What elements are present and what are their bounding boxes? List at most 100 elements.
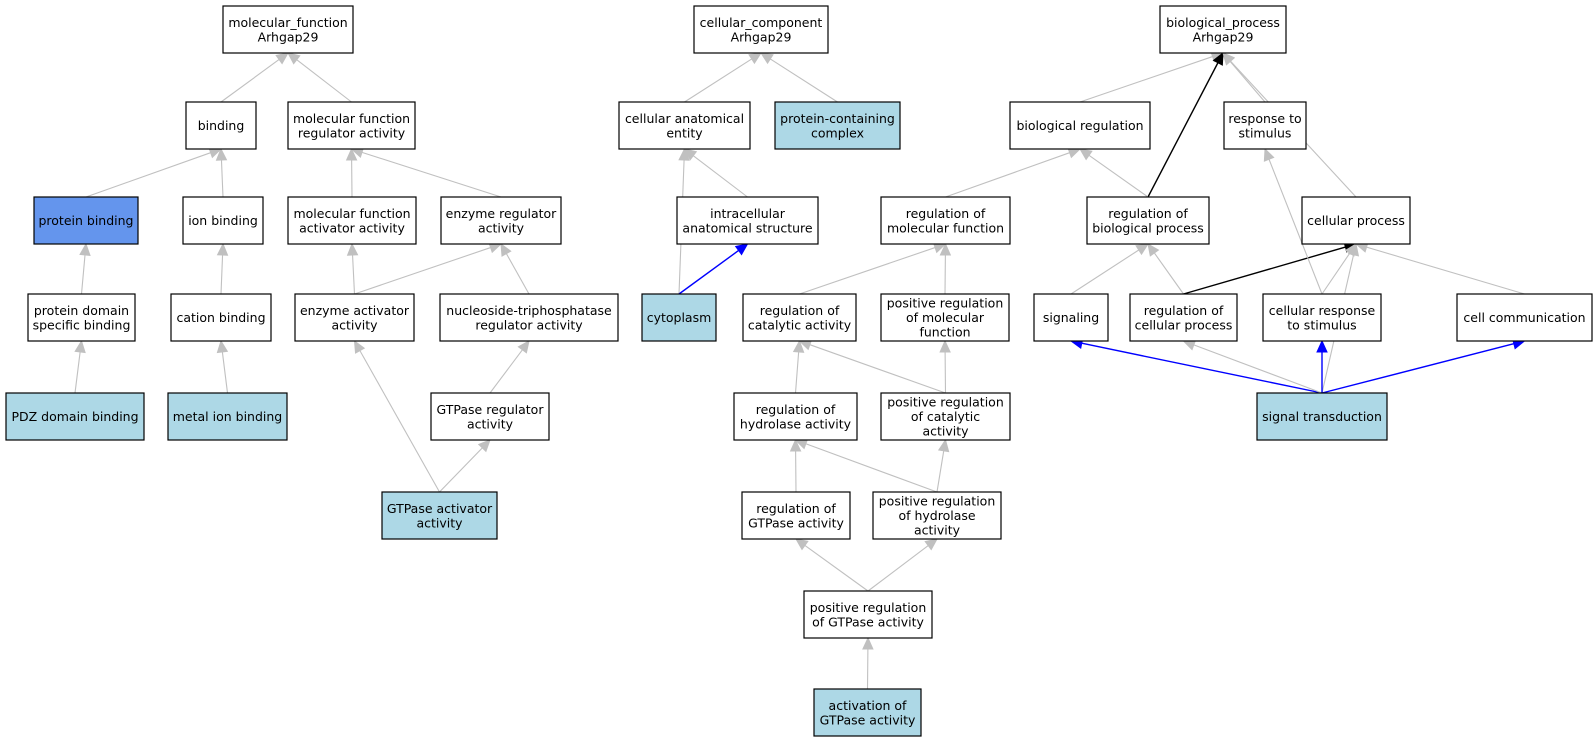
edge-sigtrans-to-cellcomm: [1321, 338, 1526, 394]
edge-cae-to-cc: [684, 52, 763, 103]
node-box: [167, 392, 288, 441]
node-box: [803, 590, 933, 639]
node-label-line: regulation of: [1144, 303, 1224, 318]
node-label-line: anatomical structure: [682, 220, 812, 235]
node-label-line: regulation of: [760, 303, 840, 318]
node-label-line: activation of: [829, 698, 908, 713]
edge-protbind-to-binding: [85, 147, 223, 198]
node-box: [1262, 293, 1382, 342]
edge-gtpreg-to-ntpreg: [489, 340, 530, 394]
edge-regcat-to-regmf: [799, 242, 947, 295]
node-label-line: positive regulation: [810, 600, 927, 615]
node-box: [741, 491, 851, 540]
node-label-line: signal transduction: [1262, 409, 1382, 424]
node-label-line: GTPase activator: [387, 501, 493, 516]
edge-regcp-to-cellproc: [1183, 241, 1358, 295]
go-term-node-signaling[interactable]: signaling: [1033, 293, 1109, 342]
edge-ntpreg-to-enzreg: [500, 242, 530, 295]
node-label-line: protein-containing: [780, 111, 895, 126]
go-term-node-cyto[interactable]: cytoplasm: [641, 293, 717, 342]
go-term-node-cellcomm[interactable]: cell communication: [1456, 293, 1593, 342]
edge-pdz-to-pdsb: [74, 339, 86, 394]
go-term-node-cation[interactable]: cation binding: [170, 293, 272, 342]
node-label-line: cell communication: [1463, 310, 1585, 325]
node-box: [742, 293, 857, 342]
edge-pcc-to-cc: [759, 52, 838, 103]
node-label-line: regulation of: [1108, 206, 1188, 221]
node-box: [813, 688, 922, 737]
go-term-node-metal[interactable]: metal ion binding: [167, 392, 288, 441]
node-label-line: activity: [467, 416, 514, 431]
node-box: [381, 491, 498, 540]
node-label-line: protein domain: [34, 303, 129, 318]
node-box: [1456, 293, 1593, 342]
node-label-line: of catalytic: [911, 409, 980, 424]
node-box: [33, 196, 139, 245]
go-term-node-bioreg[interactable]: biological regulation: [1009, 101, 1151, 150]
node-label-line: activity: [416, 515, 463, 530]
node-label-line: regulator activity: [298, 125, 406, 140]
node-box: [5, 392, 145, 441]
go-term-node-sigtrans[interactable]: signal transduction: [1256, 392, 1388, 441]
node-box: [1223, 101, 1307, 150]
node-box: [1301, 196, 1411, 245]
node-label-line: activity: [914, 523, 961, 538]
node-label-line: Arhgap29: [731, 29, 792, 44]
go-term-node-protbind[interactable]: protein binding: [33, 196, 139, 245]
node-label-line: PDZ domain binding: [11, 409, 138, 424]
go-term-node-pdz[interactable]: PDZ domain binding: [5, 392, 145, 441]
edges-layer: [74, 51, 1526, 690]
edge-posreghyd-to-posregcat: [936, 438, 950, 493]
node-label-line: signaling: [1043, 310, 1099, 325]
node-box: [880, 392, 1011, 441]
node-label-line: cellular process: [1135, 317, 1233, 332]
edge-binding-to-mf: [220, 52, 289, 103]
node-label-line: hydrolase activity: [740, 416, 852, 431]
edge-regmf-to-bioreg: [945, 147, 1082, 198]
node-box: [1033, 293, 1109, 342]
edge-ias-to-cae: [683, 148, 748, 198]
node-label-line: binding: [198, 118, 245, 133]
edge-sigtrans-to-crs: [1316, 339, 1328, 393]
edge-posreghyd-to-reghyd: [794, 438, 938, 493]
node-label-line: positive regulation: [879, 494, 996, 509]
edge-posreggtp-to-posreghyd: [867, 538, 938, 592]
edge-cation-to-ionbind: [216, 242, 229, 295]
node-box: [880, 196, 1011, 245]
go-term-node-binding[interactable]: binding: [185, 101, 257, 150]
node-label-line: regulation of: [906, 206, 986, 221]
go-term-node-ionbind[interactable]: ion binding: [182, 196, 264, 245]
node-box: [287, 196, 417, 245]
go-term-node-cellproc[interactable]: cellular process: [1301, 196, 1411, 245]
node-box: [676, 196, 819, 245]
node-box: [170, 293, 272, 342]
